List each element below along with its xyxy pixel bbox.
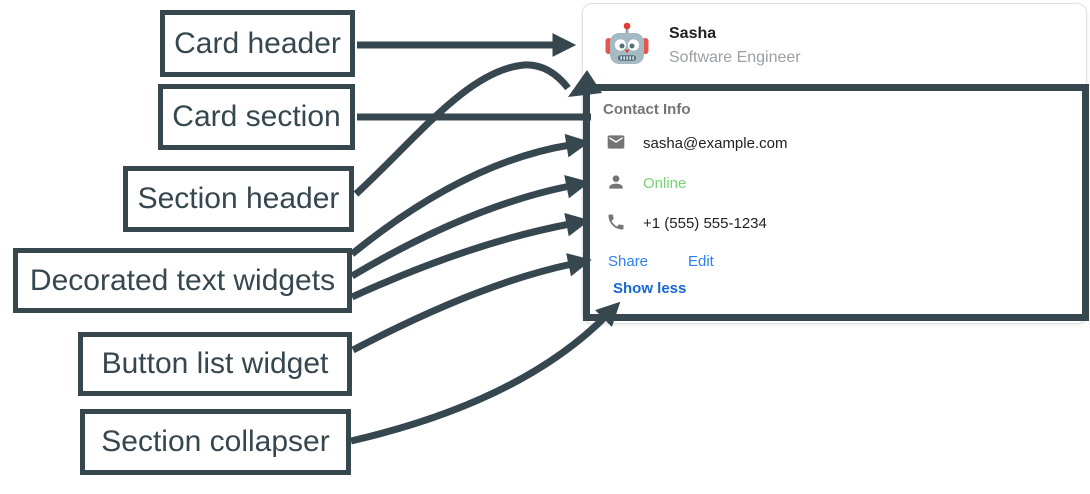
arrow-decorated-text-1	[349, 133, 590, 257]
arrow-button-list	[351, 253, 592, 354]
email-text: sasha@example.com	[643, 135, 788, 152]
annotation-decorated-text-widgets: Decorated text widgets	[13, 248, 352, 313]
section-header-title: Contact Info	[603, 101, 691, 118]
robot-avatar-icon	[605, 22, 649, 64]
phone-icon	[608, 214, 624, 230]
robot-antenna	[625, 27, 629, 35]
card-header-subtitle: Software Engineer	[669, 49, 801, 66]
section-collapser-button[interactable]: Show less	[613, 280, 687, 297]
email-icon	[607, 135, 625, 149]
arrow-section-header	[353, 61, 571, 197]
status-text: Online	[643, 175, 687, 192]
card-header-name: Sasha	[669, 25, 717, 42]
annotation-button-list-widget: Button list widget	[78, 332, 352, 396]
annotation-section-collapser: Section collapser	[80, 409, 351, 475]
arrow-section-collapser	[350, 301, 621, 445]
person-icon	[609, 175, 623, 189]
annotation-section-header: Section header	[123, 166, 354, 232]
arrow-decorated-text-3	[350, 212, 590, 301]
annotation-card-section: Card section	[158, 84, 355, 150]
annotation-card-header: Card header	[160, 10, 355, 77]
arrow-decorated-text-2	[350, 175, 590, 280]
card-section: Contact Info sasha@example.com Online +1…	[583, 84, 1089, 321]
share-button[interactable]: Share	[608, 253, 649, 270]
phone-text: +1 (555) 555-1234	[643, 215, 767, 232]
edit-button[interactable]: Edit	[688, 253, 714, 270]
